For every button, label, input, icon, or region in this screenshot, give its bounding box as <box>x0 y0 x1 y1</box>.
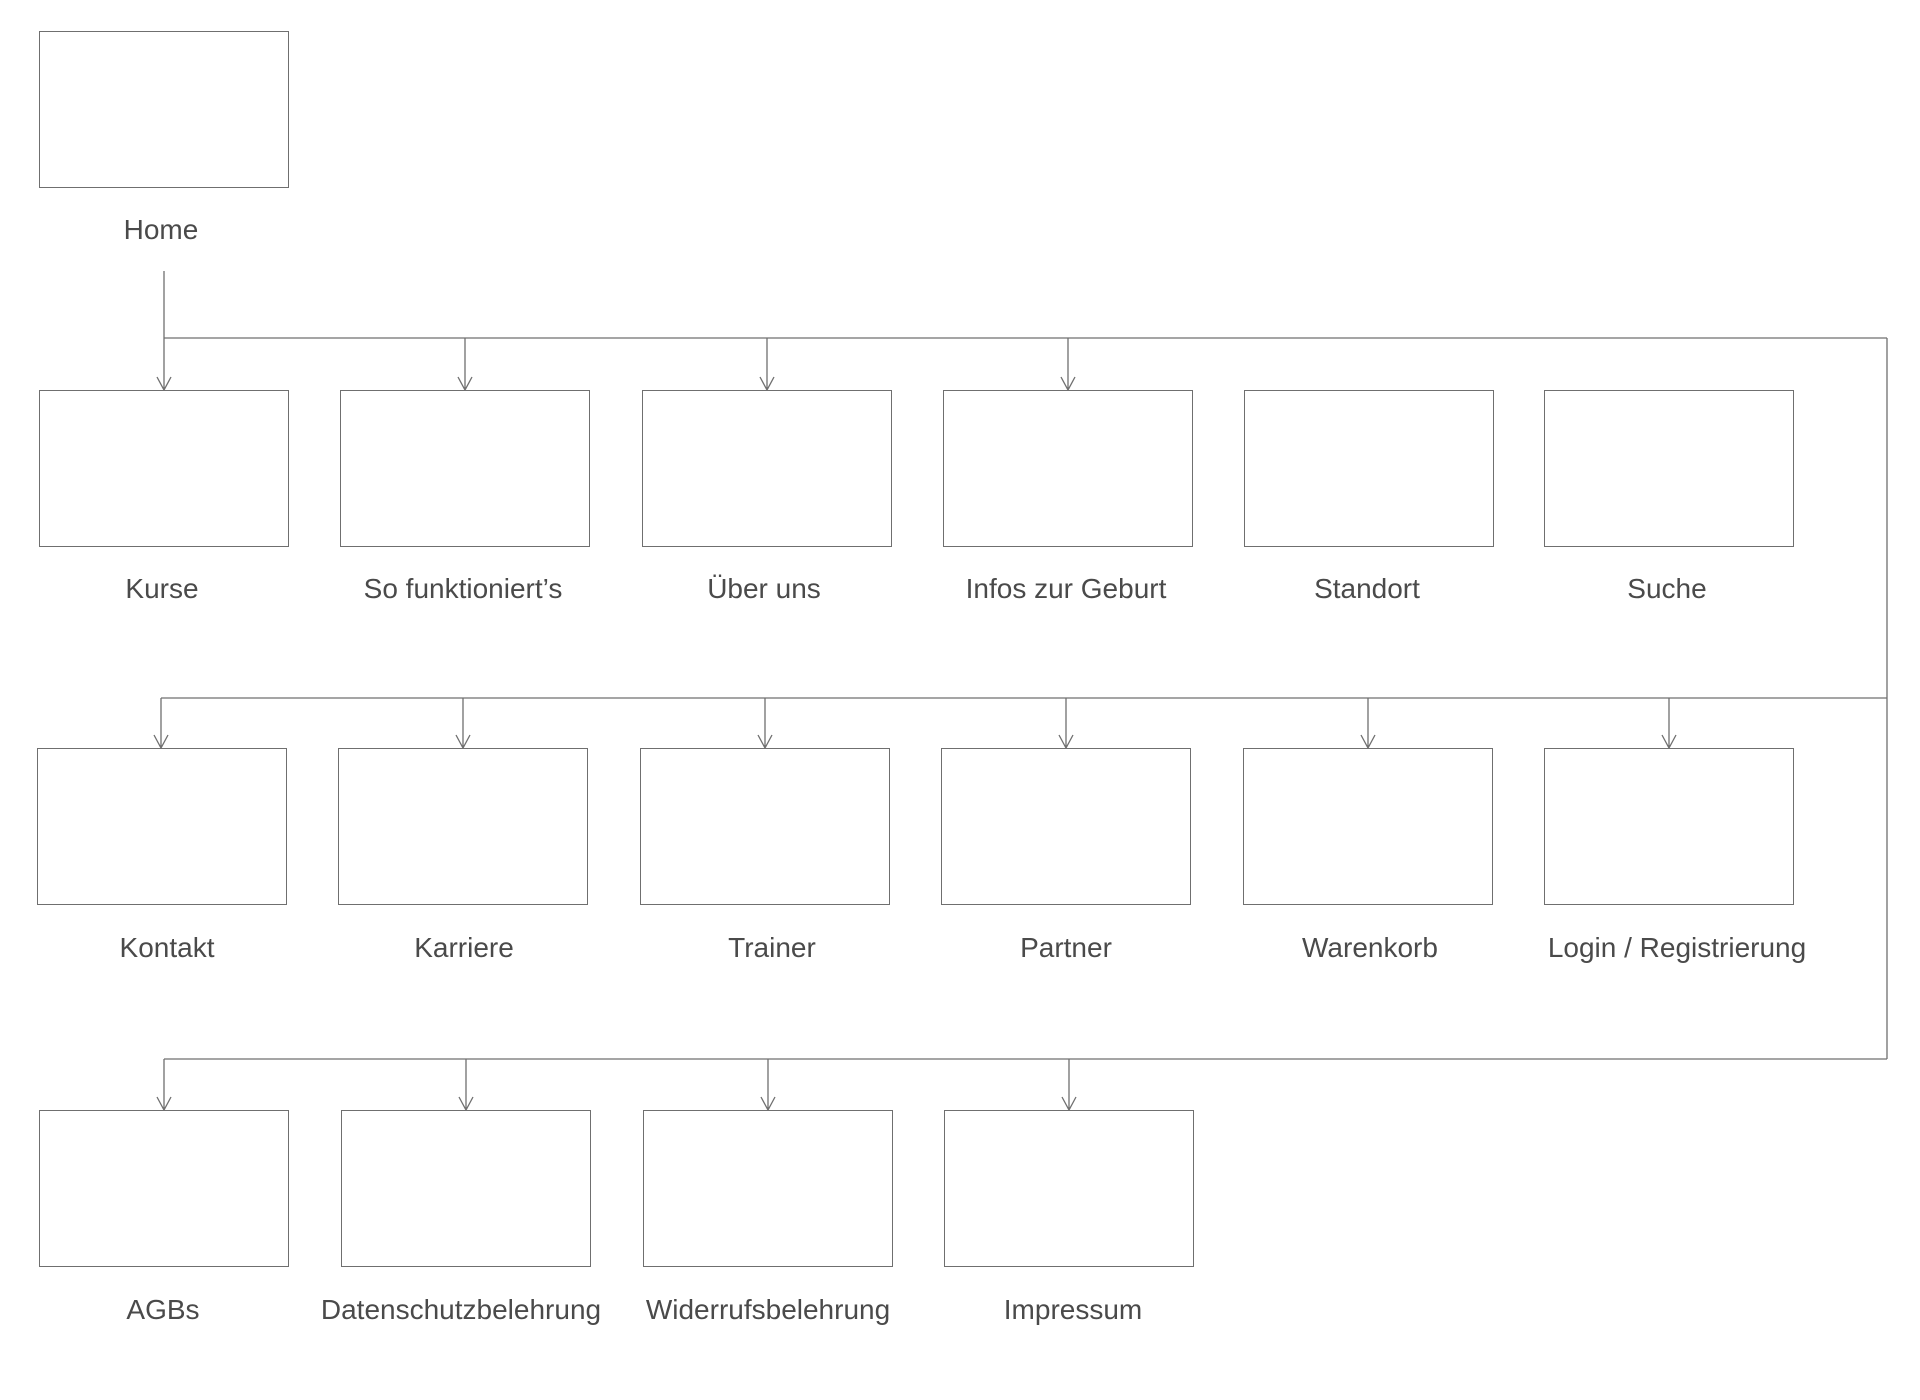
connector-drop-infos-zur-geburt <box>1060 338 1076 392</box>
page-box-ueber-uns[interactable] <box>642 390 892 547</box>
page-box-infos-zur-geburt[interactable] <box>943 390 1193 547</box>
page-box-trainer[interactable] <box>640 748 890 905</box>
connector-drop-login <box>1661 698 1677 750</box>
page-label-widerrufsbelehrung: Widerrufsbelehrung <box>645 1294 891 1325</box>
page-label-trainer: Trainer <box>728 932 816 963</box>
page-box-widerrufsbelehrung[interactable] <box>643 1110 893 1267</box>
page-label-suche: Suche <box>1627 573 1707 604</box>
page-box-impressum[interactable] <box>944 1110 1194 1267</box>
page-label-karriere: Karriere <box>414 932 514 963</box>
page-label-kontakt: Kontakt <box>119 932 215 963</box>
page-label-partner: Partner <box>1020 932 1112 963</box>
connector-drop-so-funktionierts <box>457 338 473 392</box>
page-box-datenschutzbelehrung[interactable] <box>341 1110 591 1267</box>
page-box-karriere[interactable] <box>338 748 588 905</box>
connector-drop-widerruf <box>760 1059 776 1112</box>
page-label-so-funktionierts: So funktioniert’s <box>363 573 563 604</box>
page-label-agbs: AGBs <box>126 1294 200 1325</box>
connector-drop-kontakt <box>153 698 169 750</box>
connector-drop-datenschutz <box>458 1059 474 1112</box>
page-box-kontakt[interactable] <box>37 748 287 905</box>
page-box-kurse[interactable] <box>39 390 289 547</box>
connector-drop-ueber-uns <box>759 338 775 392</box>
connector-drop-impressum <box>1061 1059 1077 1112</box>
page-label-standort: Standort <box>1314 573 1420 604</box>
page-box-partner[interactable] <box>941 748 1191 905</box>
page-label-impressum: Impressum <box>1003 1294 1143 1325</box>
page-label-datenschutzbelehrung: Datenschutzbelehrung <box>320 1294 602 1325</box>
connector-drop-warenkorb <box>1360 698 1376 750</box>
page-label-login-registrierung: Login / Registrierung <box>1547 932 1807 963</box>
connector-drop-trainer <box>757 698 773 750</box>
page-box-agbs[interactable] <box>39 1110 289 1267</box>
page-box-home[interactable] <box>39 31 289 188</box>
page-box-suche[interactable] <box>1544 390 1794 547</box>
page-box-so-funktionierts[interactable] <box>340 390 590 547</box>
page-label-infos-zur-geburt: Infos zur Geburt <box>965 573 1167 604</box>
connector-drop-kurse <box>156 338 172 392</box>
page-label-warenkorb: Warenkorb <box>1302 932 1438 963</box>
page-label-home: Home <box>123 214 199 245</box>
page-label-ueber-uns: Über uns <box>707 573 821 604</box>
page-box-standort[interactable] <box>1244 390 1494 547</box>
page-box-warenkorb[interactable] <box>1243 748 1493 905</box>
page-label-kurse: Kurse <box>125 573 199 604</box>
connector-drop-agbs <box>156 1059 172 1112</box>
connector-drop-partner <box>1058 698 1074 750</box>
connector-drop-karriere <box>455 698 471 750</box>
page-box-login-registrierung[interactable] <box>1544 748 1794 905</box>
